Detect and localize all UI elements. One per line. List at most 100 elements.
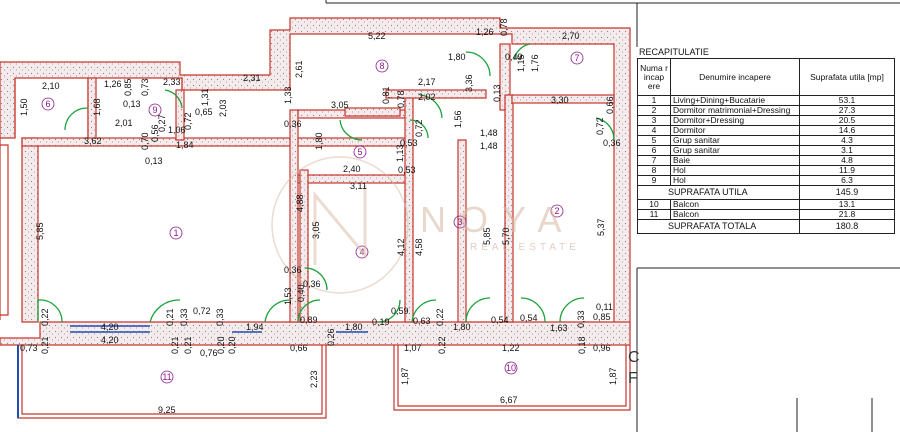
dimension: 4,20 — [101, 335, 119, 345]
dimension: 6,67 — [500, 395, 518, 405]
dimension: 2,23 — [309, 370, 319, 388]
dimension: 0,36 — [284, 119, 302, 129]
dimension: 0,81 — [381, 86, 391, 104]
room-name: Grup sanitar — [670, 145, 800, 156]
dimension: 0,13 — [145, 156, 163, 166]
left-wall — [0, 138, 9, 320]
dimension-labels: 5,22 1,26 0,78 2,70 1,80 0,49 1,15 1,76 … — [19, 18, 621, 415]
dimension: 5,37 — [596, 218, 606, 236]
dimension: 3,36 — [464, 74, 474, 92]
room-area: 3.1 — [799, 145, 895, 156]
dimension: 0,36 — [284, 265, 302, 275]
dimension: 0,54 — [491, 315, 509, 325]
windows — [70, 325, 368, 333]
dimension: 0,21 — [170, 336, 180, 354]
dimension: 0,22 — [40, 308, 50, 326]
dimension: 2,33 — [163, 77, 181, 87]
dimension: 0,96 — [593, 343, 611, 353]
dimension: 0,72 — [193, 306, 211, 316]
dimension: 0,13 — [123, 99, 141, 109]
dimension: 0,19 — [372, 317, 390, 327]
room-name: Hol — [670, 175, 800, 186]
dimension: 0,18 — [577, 336, 587, 354]
dimension: 0,66 — [605, 96, 615, 114]
dimension: 0,13 — [492, 84, 502, 102]
room-area: 27.3 — [799, 105, 895, 116]
dimension: 1,80 — [314, 132, 324, 150]
room-number: 5 — [357, 147, 362, 157]
dimension: 0,63 — [413, 316, 431, 326]
room-name: Living+Dining+Bucatarie — [670, 95, 800, 106]
dimension: 2,03 — [218, 99, 228, 117]
dimension: 0,65 — [195, 107, 213, 117]
room-nr: 4 — [637, 125, 671, 136]
dimension: 1,13 — [395, 144, 405, 162]
dimension: 0,78 — [396, 90, 406, 108]
dimension: 0,21 — [183, 336, 193, 354]
room-number: 3 — [457, 217, 462, 227]
dimension: 0,66 — [290, 343, 308, 353]
dimension: 1,76 — [530, 54, 540, 72]
interior-walls — [14, 43, 615, 323]
watermark: NOYA REAL ESTATE — [271, 156, 580, 294]
room-nr: 2 — [637, 105, 671, 116]
watermark-subtitle: REAL ESTATE — [470, 242, 580, 253]
dimension: 2,40 — [343, 164, 361, 174]
dimension: 0,70 — [140, 132, 150, 150]
dimension: 0,73 — [140, 78, 150, 96]
room-name: Hol — [670, 165, 800, 176]
watermark-brand: NOYA — [420, 199, 575, 240]
dimension: 2,10 — [42, 81, 60, 91]
dimension: 0,33 — [215, 308, 225, 326]
dimension: 5,85 — [35, 222, 45, 240]
doors — [37, 43, 615, 323]
side-letter: F — [628, 370, 638, 387]
dimension: 2,70 — [562, 31, 580, 41]
room-nr: 5 — [637, 135, 671, 146]
room-area: 4.3 — [799, 135, 895, 146]
room-number: 9 — [152, 105, 157, 115]
room-name: Dormitor matrimonial+Dressing — [670, 105, 800, 116]
dimension: 0,72 — [183, 112, 193, 130]
dimension: 1,07 — [404, 343, 422, 353]
room-area: 4.8 — [799, 155, 895, 166]
dimension: 3,30 — [551, 95, 569, 105]
total-label: SUPRAFATA TOTALA — [637, 219, 800, 234]
room-number: 6 — [45, 99, 50, 109]
dimension: 4,58 — [414, 238, 424, 256]
room-name: Dormitor+Dressing — [670, 115, 800, 126]
subtotal-label: SUPRAFATA UTILA — [637, 185, 800, 200]
dimension: 0,72 — [414, 119, 424, 137]
dimension: 1,94 — [246, 322, 264, 332]
dimension: 1,48 — [480, 128, 498, 138]
room-name: Dormitor — [670, 125, 800, 136]
room-area: 53.1 — [799, 95, 895, 106]
dimension: 1,80 — [453, 322, 471, 332]
dimension: 0,33 — [576, 310, 586, 328]
dimension: 0,11 — [596, 302, 613, 312]
dimension: 0,36 — [603, 138, 621, 148]
col-area-header: Suprafata utila [mp] — [799, 58, 895, 96]
dimension: 4,12 — [396, 238, 406, 256]
dimension: 0,73 — [20, 343, 38, 353]
total-area: 180.8 — [799, 219, 895, 234]
room-area: 6.3 — [799, 175, 895, 186]
dimension: 0,20 — [227, 336, 237, 354]
dimension: 0,59 — [391, 306, 409, 316]
dimension: 1,63 — [550, 323, 568, 333]
room-number: 2 — [554, 206, 559, 216]
dimension: 1,84 — [176, 140, 194, 150]
dimension: 9,25 — [158, 405, 176, 415]
dimension: 2,17 — [418, 77, 436, 87]
dimension: 1,80 — [448, 52, 466, 62]
dimension: 3,05 — [331, 100, 349, 110]
